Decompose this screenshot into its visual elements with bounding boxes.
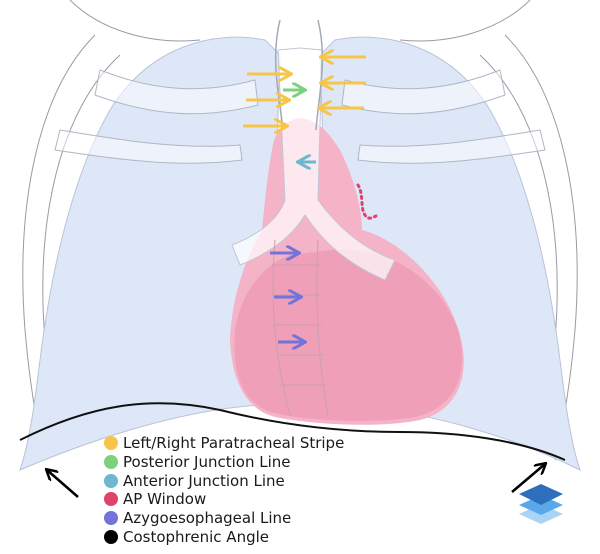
legend-label: Anterior Junction Line xyxy=(123,471,285,490)
legend-color-dot xyxy=(104,436,118,451)
legend-item: Posterior Junction Line xyxy=(104,453,344,472)
azygoesophageal-arrows xyxy=(270,253,304,342)
legend-color-dot xyxy=(104,455,118,470)
costophrenic-line xyxy=(19,402,566,461)
ap-window-dots xyxy=(356,183,378,220)
legend-item: Left/Right Paratracheal Stripe xyxy=(104,434,344,453)
legend-color-dot xyxy=(104,511,118,526)
legend-color-dot xyxy=(104,492,118,507)
legend-label: Left/Right Paratracheal Stripe xyxy=(123,434,345,453)
legend-item: Azygoesophageal Line xyxy=(104,509,344,528)
layers-button[interactable] xyxy=(512,478,570,528)
legend-item: AP Window xyxy=(104,490,344,509)
legend-item: Anterior Junction Line xyxy=(104,471,344,490)
paratracheal-arrows xyxy=(243,57,366,126)
legend-color-dot xyxy=(104,473,118,488)
legend-label: AP Window xyxy=(123,490,207,509)
legend-item: Costophrenic Angle xyxy=(104,527,344,546)
legend-color-dot xyxy=(104,529,118,544)
rib-bands xyxy=(54,69,546,164)
trachea xyxy=(231,47,396,281)
legend-label: Azygoesophageal Line xyxy=(123,509,292,528)
legend-label: Posterior Junction Line xyxy=(123,453,291,472)
right-lung xyxy=(19,36,281,471)
legend-label: Costophrenic Angle xyxy=(123,527,269,546)
layers-icon xyxy=(519,484,563,524)
costophrenic-arrow-left xyxy=(47,470,79,498)
costophrenic-arrow-right xyxy=(511,464,545,493)
